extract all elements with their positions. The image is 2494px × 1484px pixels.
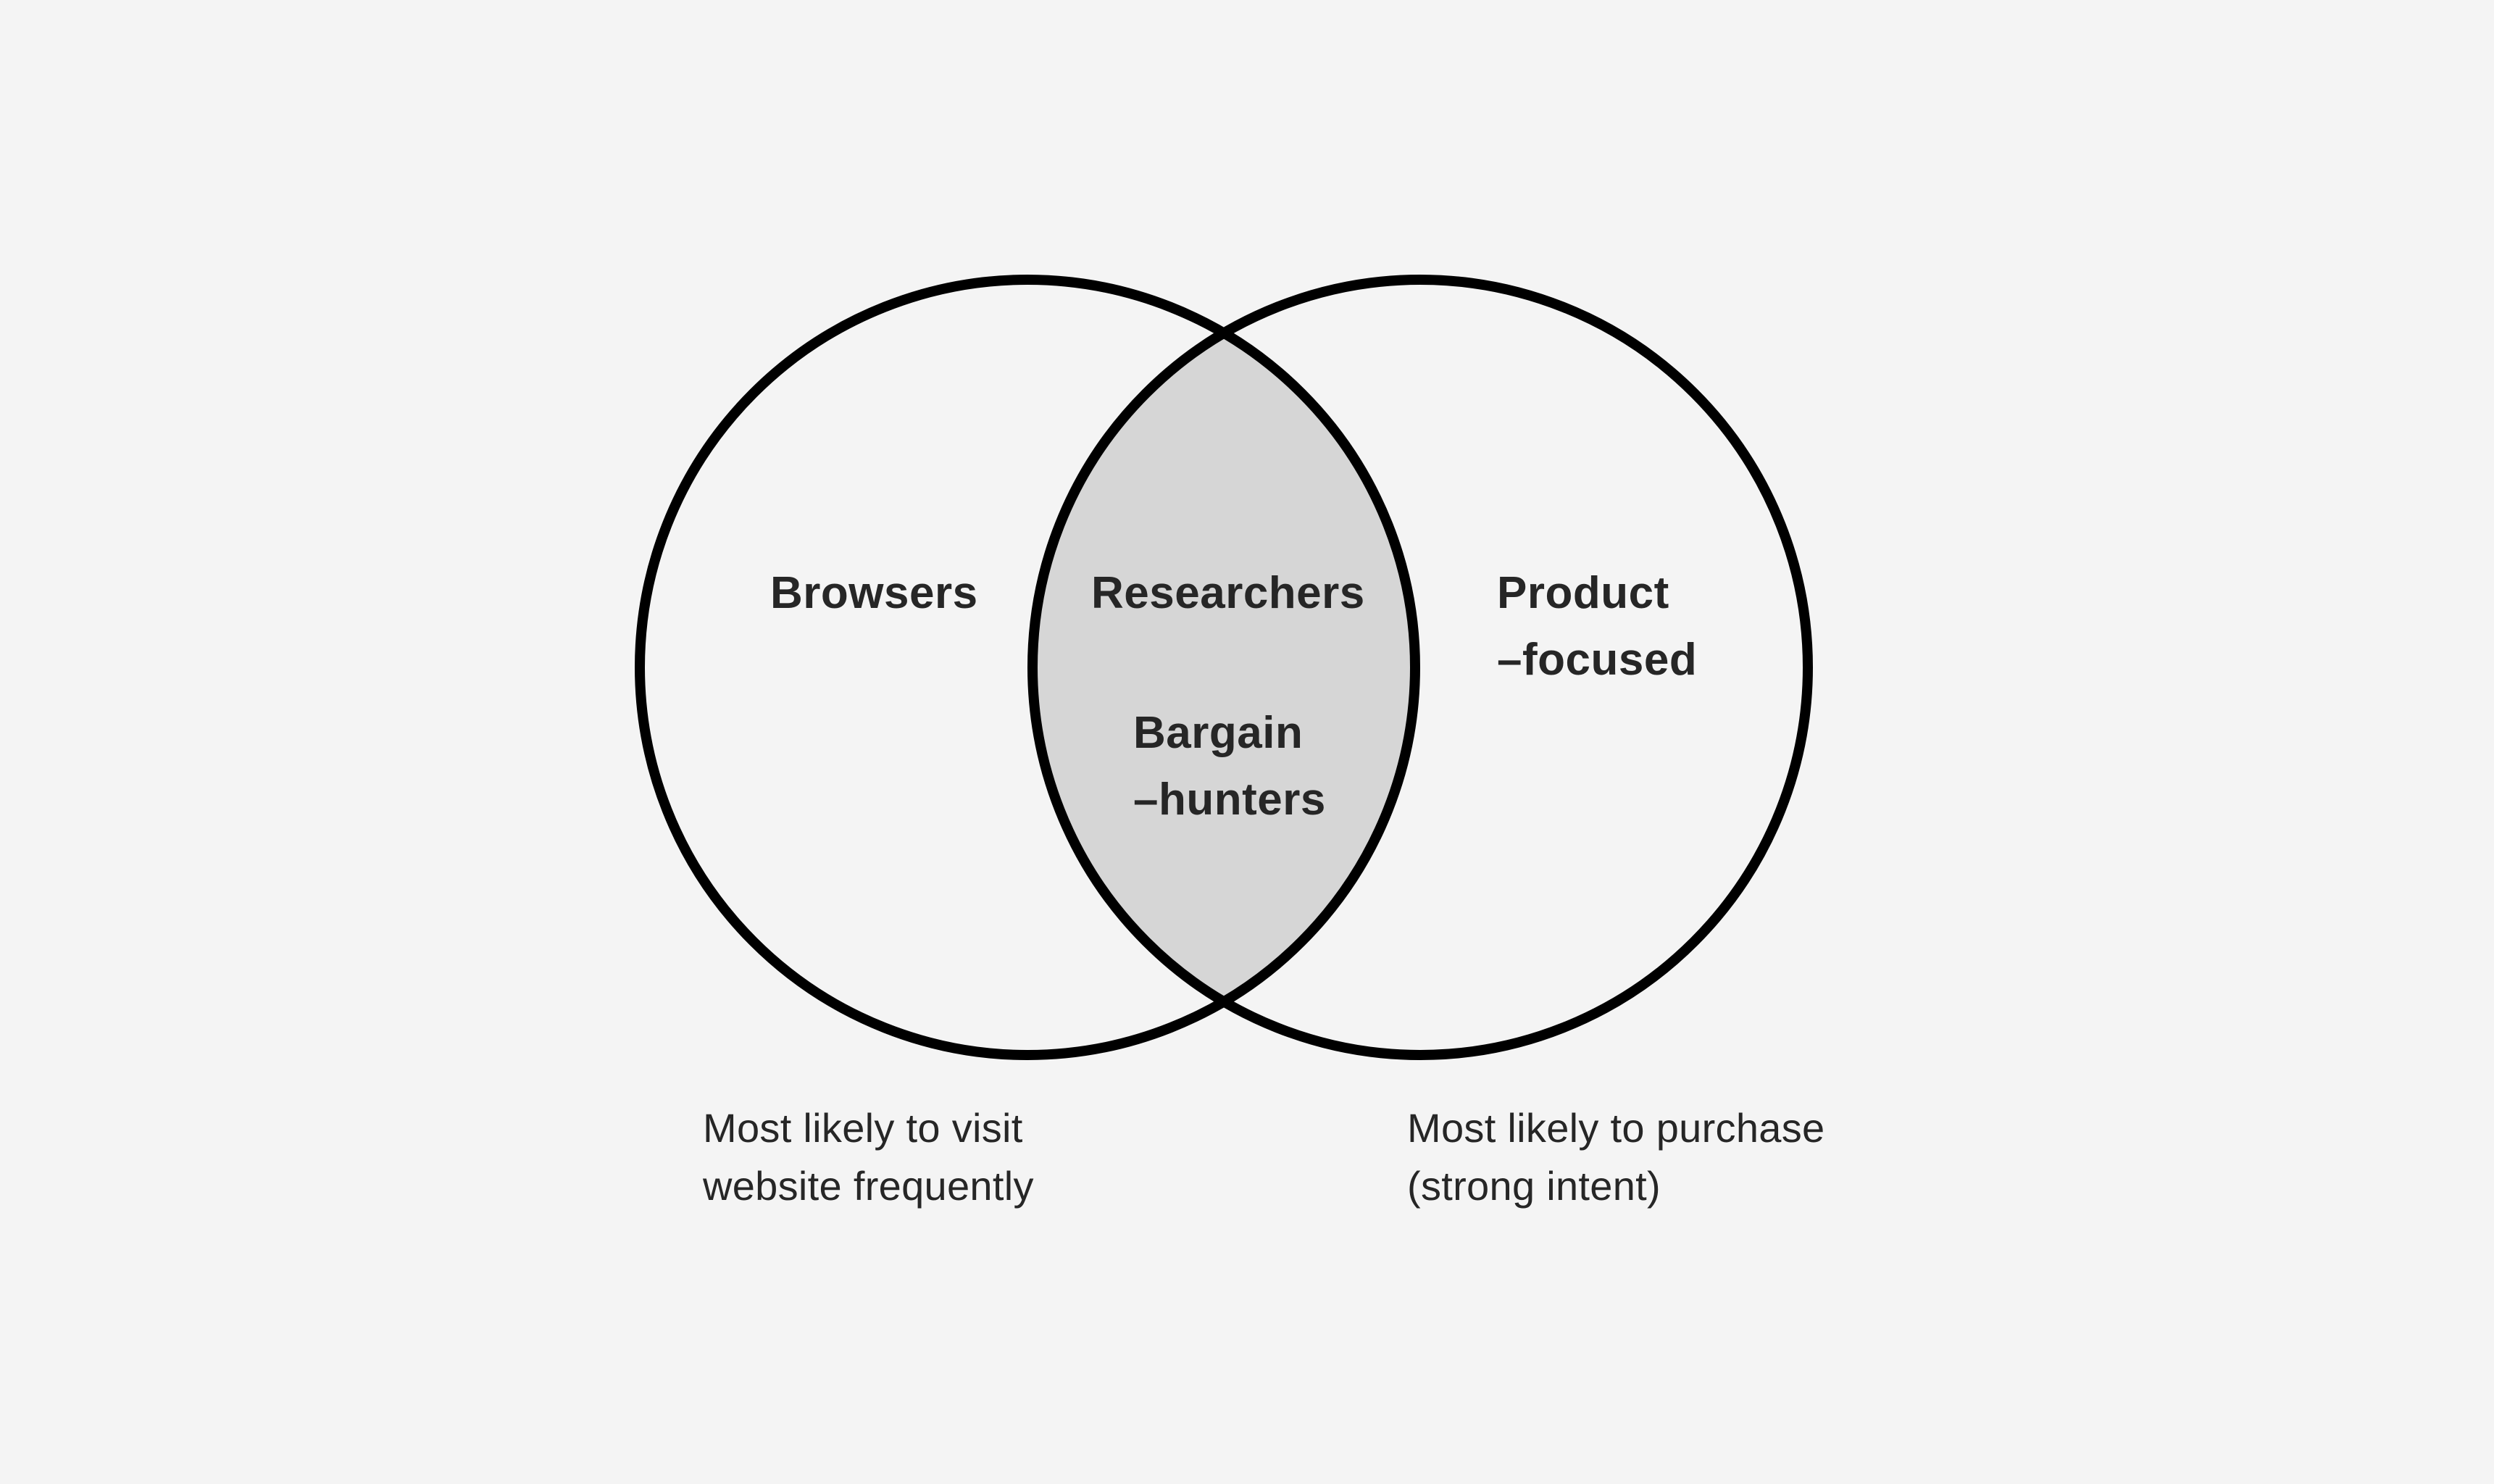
left-circle	[635, 275, 1420, 1060]
right-set-label-line-1: Product	[1497, 568, 1669, 618]
right-circle	[1027, 275, 1813, 1060]
intersection-region	[1033, 280, 1415, 1055]
left-set-label-text: Browsers	[770, 568, 978, 618]
bargain-hunters-line-2: –hunters	[1133, 775, 1326, 825]
right-caption-line-2: (strong intent)	[1407, 1163, 1661, 1209]
bargain-hunters-line-1: Bargain	[1133, 708, 1304, 758]
left-caption-line-2: website frequently	[703, 1163, 1034, 1209]
right-set-label-line-2: –focused	[1497, 635, 1698, 685]
right-caption: Most likely to purchase (strong intent)	[1407, 1099, 1824, 1215]
intersection-label-bargain-hunters: Bargain –hunters	[1133, 700, 1326, 833]
intersection-label-researchers-text: Researchers	[1091, 568, 1365, 618]
intersection-label-researchers: Researchers	[1091, 560, 1365, 627]
left-set-label: Browsers	[770, 560, 978, 627]
left-caption: Most likely to visit website frequently	[703, 1099, 1034, 1215]
right-caption-line-1: Most likely to purchase	[1407, 1105, 1825, 1151]
left-caption-line-1: Most likely to visit	[703, 1105, 1023, 1151]
right-set-label: Product –focused	[1497, 560, 1697, 693]
